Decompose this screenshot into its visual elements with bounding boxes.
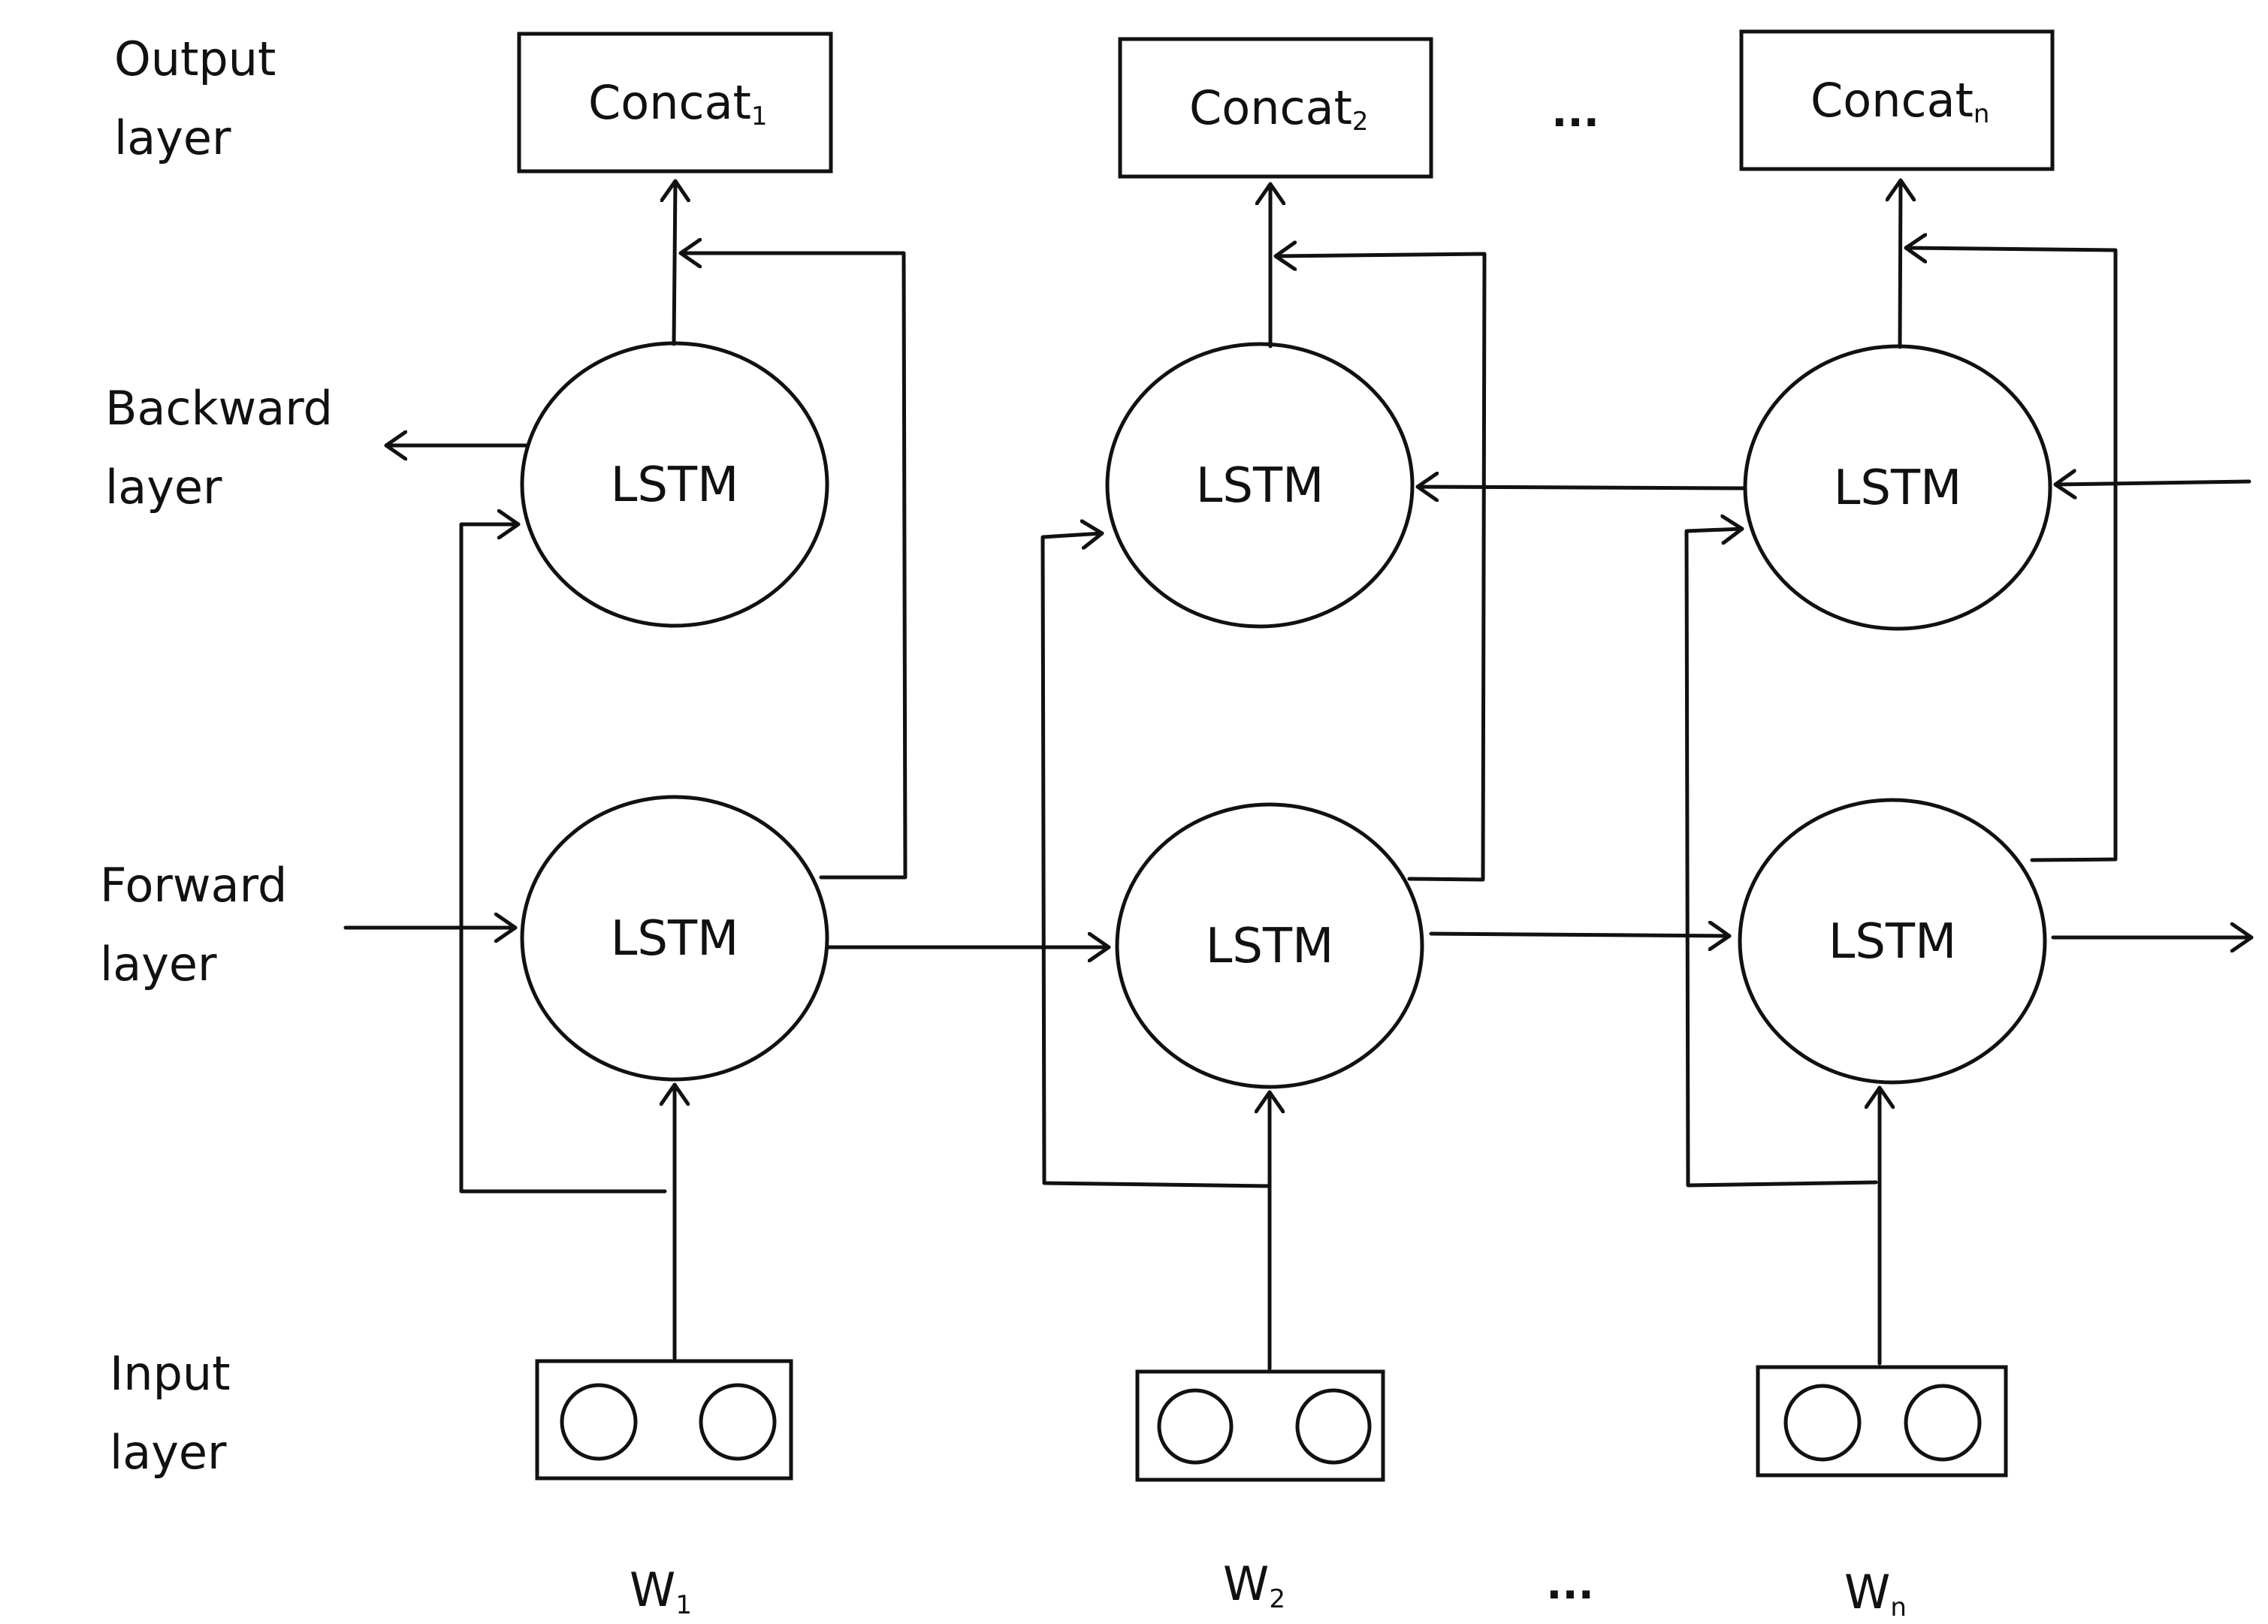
layer-label-output-line2: layer xyxy=(114,110,231,165)
lstm-forward-2-circle xyxy=(1115,802,1424,1089)
lstm-forward-n-label: LSTM xyxy=(1829,914,1957,970)
concat-box-n-frame xyxy=(1739,29,2055,171)
arrow-forward2-to-concat2 xyxy=(1273,254,1487,882)
arrow-backward1-to-concat1 xyxy=(674,179,675,346)
arrow-backward-in xyxy=(2053,481,2251,484)
word-label-1: W1 xyxy=(630,1562,692,1620)
arrow-forward1-to-concat1 xyxy=(678,253,908,880)
layer-label-forward-line1: Forward xyxy=(100,858,287,913)
arrow-forwardn-to-concatn xyxy=(1904,248,2118,862)
arrow-backwardn-to-concatn xyxy=(1900,178,1901,349)
lstm-backward-n-label: LSTM xyxy=(1834,460,1962,516)
input-vector-1 xyxy=(535,1359,793,1481)
layer-label-output-line1: Output xyxy=(114,32,276,86)
arrow-input2-to-backward2 xyxy=(1040,533,1272,1188)
layer-label-input-line1: Input xyxy=(110,1346,231,1401)
ellipsis-input: ... xyxy=(1546,1560,1594,1609)
lstm-backward-n: LSTM xyxy=(1743,344,2052,631)
lstm-backward-2: LSTM xyxy=(1105,342,1415,629)
layer-label-forward-line2: layer xyxy=(100,937,217,992)
lstm-backward-1: LSTM xyxy=(520,341,829,628)
word-label-2: W2 xyxy=(1223,1556,1285,1614)
input-vector-n-unit-a xyxy=(1783,1384,1862,1462)
input-vector-2-unit-b xyxy=(1295,1388,1372,1465)
input-vector-1-unit-b xyxy=(699,1383,777,1461)
concat-box-2-label: Concat2 xyxy=(1189,80,1369,137)
layer-label-backward-line1: Backward xyxy=(105,381,333,436)
concat-box-2-frame xyxy=(1118,37,1433,179)
lstm-forward-n-circle xyxy=(1738,798,2047,1085)
lstm-backward-2-label: LSTM xyxy=(1196,458,1324,514)
input-vector-2-unit-a xyxy=(1157,1388,1234,1465)
lstm-forward-1-label: LSTM xyxy=(611,911,739,967)
input-vector-n xyxy=(1756,1365,2008,1478)
concat-box-n-label: Concatn xyxy=(1810,73,1989,129)
input-vector-n-unit-b xyxy=(1904,1384,1982,1462)
concat-box-n: Concatn xyxy=(1739,29,2055,171)
layer-label-forward: Forward layer xyxy=(100,858,287,992)
lstm-forward-2-label: LSTM xyxy=(1206,919,1334,974)
layer-label-input: Input layer xyxy=(110,1346,231,1480)
lstm-forward-1-circle xyxy=(520,795,829,1082)
word-label-n: Wn xyxy=(1844,1565,1907,1622)
arrow-inputn-to-backwardn xyxy=(1684,529,1878,1188)
input-vector-2 xyxy=(1135,1369,1385,1482)
layer-label-backward: Backward layer xyxy=(105,381,333,515)
arrow-backwardn-to-backward2 xyxy=(1415,487,1747,488)
lstm-forward-2: LSTM xyxy=(1115,802,1424,1089)
arrow-input1-to-backward1 xyxy=(459,524,667,1194)
lstm-backward-2-circle xyxy=(1105,342,1415,629)
concat-box-1: Concat1 xyxy=(517,32,833,174)
ellipsis-output: ... xyxy=(1551,88,1599,137)
arrow-forward2-to-forwardn xyxy=(1429,934,1732,936)
lstm-forward-n: LSTM xyxy=(1738,798,2047,1085)
input-vector-1-unit-a xyxy=(560,1383,638,1461)
concat-box-2: Concat2 xyxy=(1118,37,1433,179)
concat-box-1-frame xyxy=(517,32,833,174)
layer-label-output: Output layer xyxy=(114,32,276,165)
layer-label-input-line2: layer xyxy=(110,1425,227,1480)
lstm-backward-1-label: LSTM xyxy=(611,457,739,513)
concat-box-1-label: Concat1 xyxy=(588,75,768,131)
layer-label-backward-line2: layer xyxy=(105,460,222,515)
lstm-forward-1: LSTM xyxy=(520,795,829,1082)
